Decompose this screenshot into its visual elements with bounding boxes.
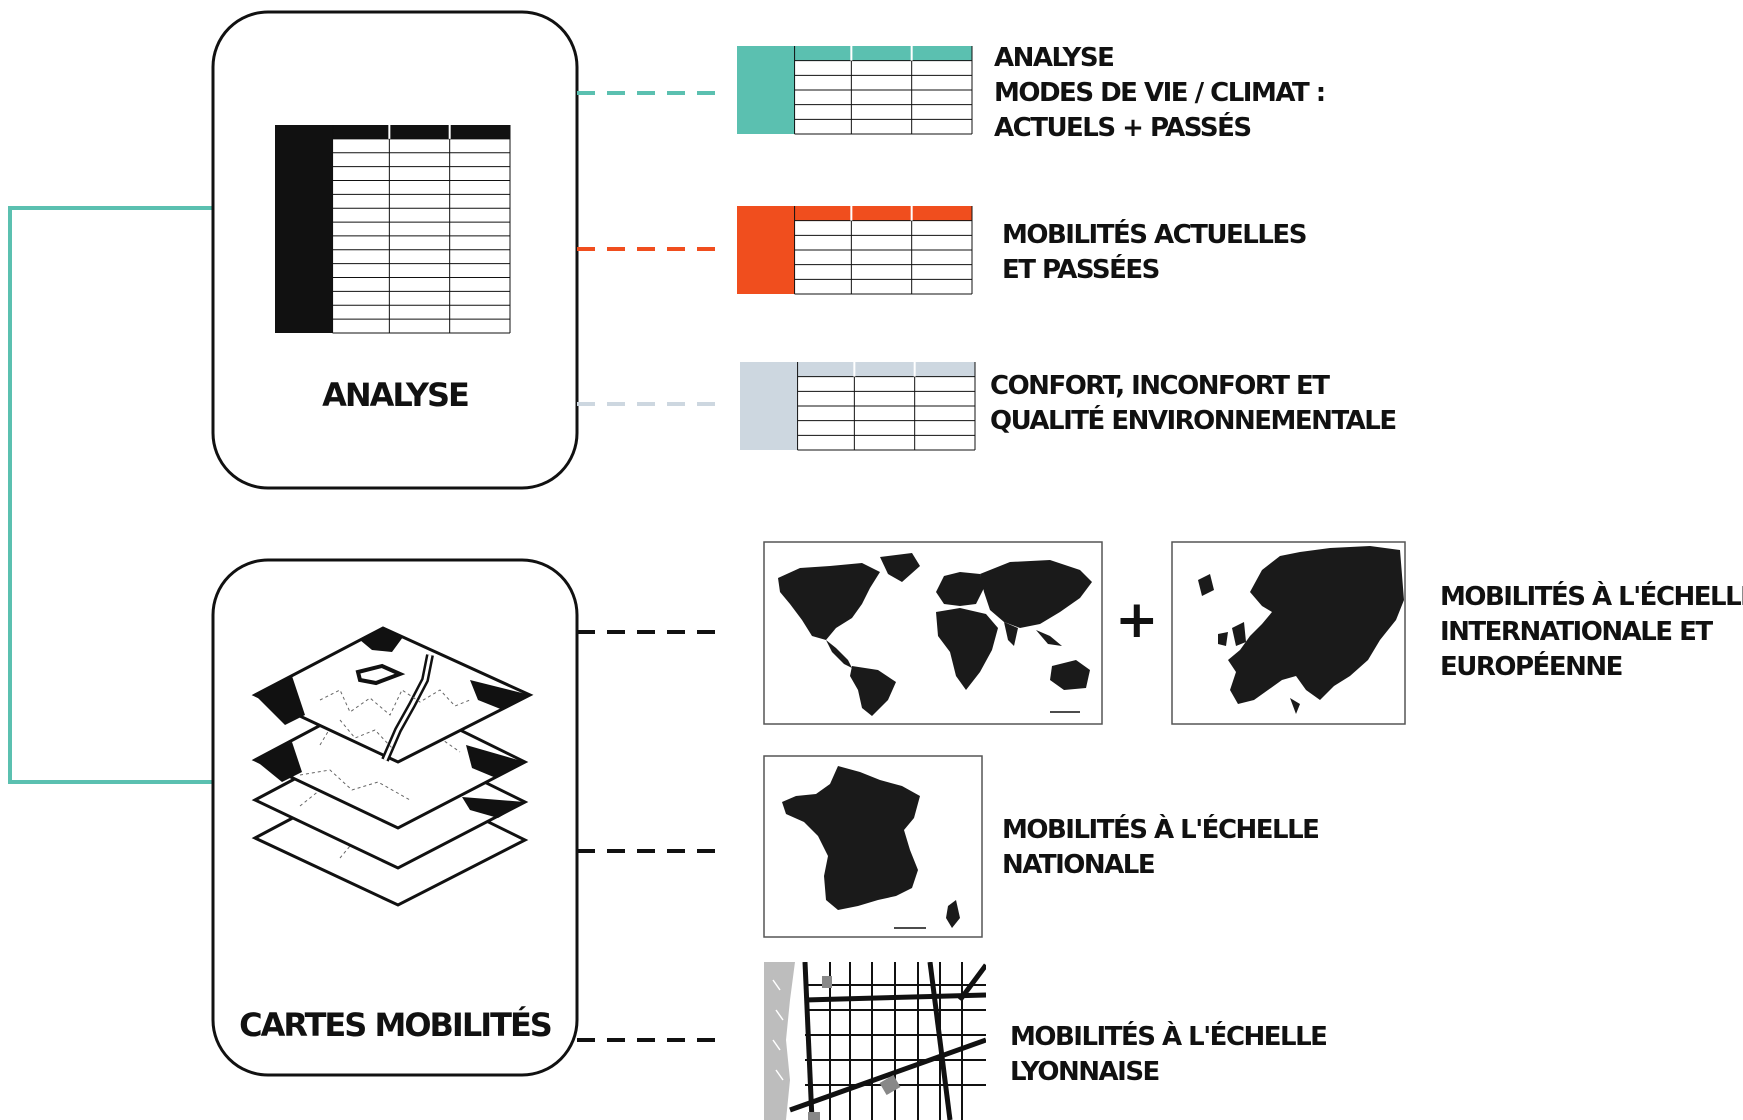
table-label-lifestyle: ANALYSE MODES DE VIE / CLIMAT : ACTUELS … bbox=[994, 41, 1326, 146]
plus-icon: + bbox=[1115, 590, 1159, 650]
label-line: LYONNAISE bbox=[1010, 1057, 1160, 1087]
map-label-international: MOBILITÉS À L'ÉCHELLE INTERNATIONALE ET … bbox=[1440, 580, 1743, 685]
label-line: EUROPÉENNE bbox=[1440, 652, 1623, 682]
maps-box-title: CARTES MOBILITÉS bbox=[239, 1006, 553, 1044]
label-line: QUALITÉ ENVIRONNEMENTALE bbox=[990, 406, 1397, 436]
layered-map-icon bbox=[251, 626, 534, 907]
label-line: ET PASSÉES bbox=[1002, 255, 1160, 285]
bracket-connector bbox=[8, 206, 213, 784]
table-icon bbox=[737, 206, 973, 295]
label-line: MODES DE VIE / CLIMAT : bbox=[994, 78, 1326, 108]
table-label-mobility: MOBILITÉS ACTUELLES ET PASSÉES bbox=[1002, 218, 1307, 288]
table-icon bbox=[275, 125, 511, 334]
label-line: MOBILITÉS À L'ÉCHELLE bbox=[1010, 1022, 1328, 1052]
europe-map-icon bbox=[1171, 541, 1406, 725]
table-icon bbox=[740, 362, 976, 451]
france-map-icon bbox=[763, 755, 983, 938]
map-label-lyon: MOBILITÉS À L'ÉCHELLE LYONNAISE bbox=[1010, 1020, 1328, 1090]
label-line: MOBILITÉS ACTUELLES bbox=[1002, 220, 1307, 250]
table-label-comfort: CONFORT, INCONFORT ET QUALITÉ ENVIRONNEM… bbox=[990, 369, 1397, 439]
label-line: ACTUELS + PASSÉS bbox=[994, 113, 1252, 143]
label-line: NATIONALE bbox=[1002, 850, 1156, 880]
world-map-icon bbox=[763, 541, 1103, 725]
lyon-street-map-icon bbox=[764, 962, 986, 1120]
label-line: CONFORT, INCONFORT ET bbox=[990, 371, 1330, 401]
label-line: MOBILITÉS À L'ÉCHELLE bbox=[1002, 815, 1320, 845]
label-line: ANALYSE bbox=[994, 43, 1115, 73]
label-line: INTERNATIONALE ET bbox=[1440, 617, 1713, 647]
analyse-box-title: ANALYSE bbox=[322, 376, 470, 414]
map-label-national: MOBILITÉS À L'ÉCHELLE NATIONALE bbox=[1002, 813, 1320, 883]
label-line: MOBILITÉS À L'ÉCHELLE bbox=[1440, 582, 1743, 612]
table-icon bbox=[737, 46, 973, 135]
